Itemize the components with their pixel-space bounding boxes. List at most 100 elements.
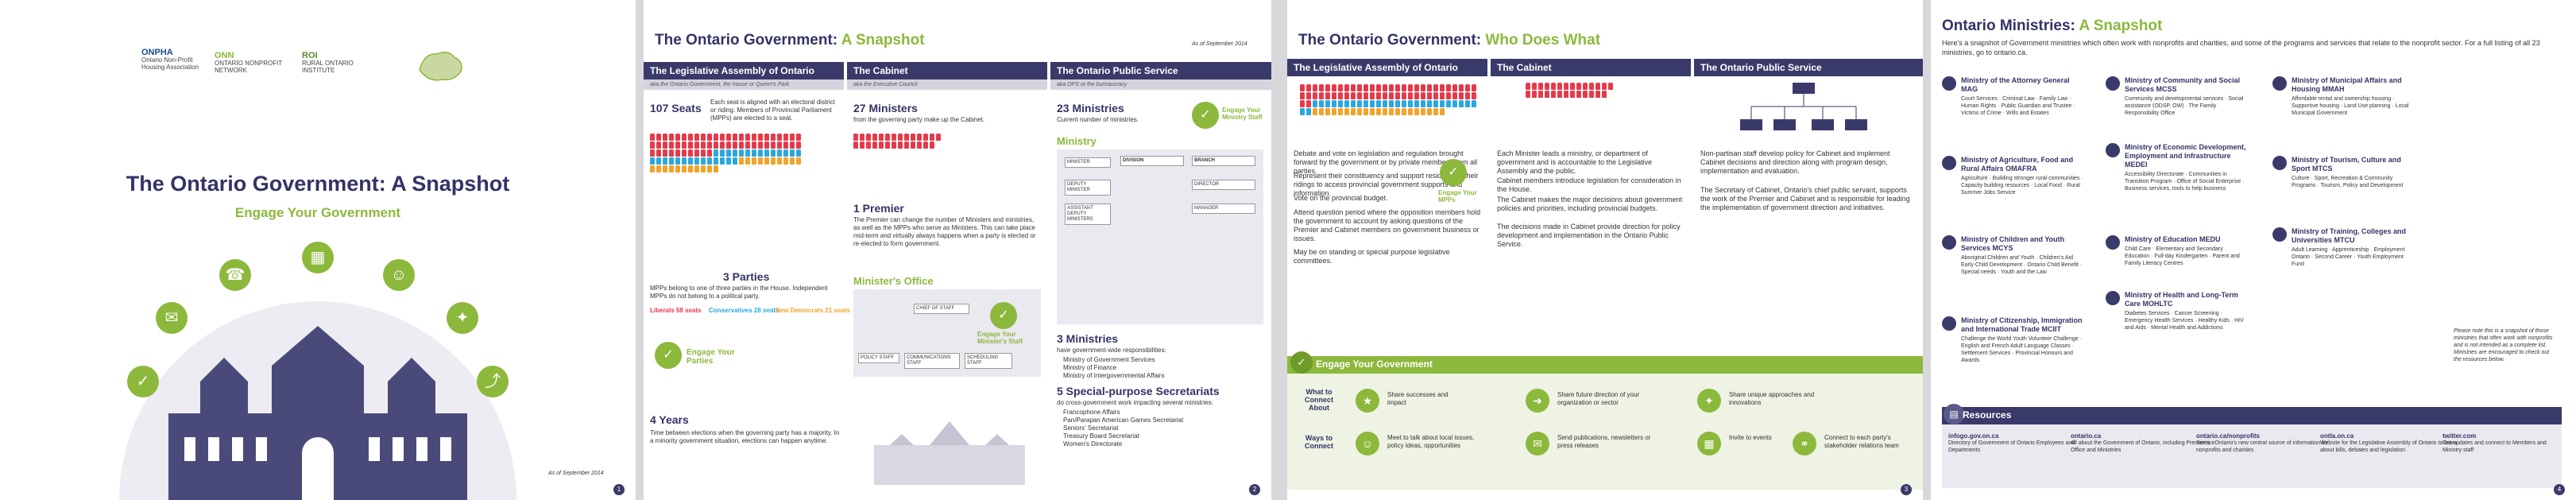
seat-figure (1427, 108, 1432, 115)
seat-figure (1306, 108, 1311, 115)
engage-mpps: Engage Your MPPs (1438, 189, 1477, 203)
seat-figure (669, 165, 674, 172)
seat-figure (707, 157, 712, 165)
seat-figure (911, 134, 915, 141)
seat-figure (656, 134, 661, 141)
ministry-name: Ministry of Education MEDU (2125, 235, 2221, 243)
seat-figure (1538, 91, 1543, 98)
page-cover: ONPHA Ontario Non-Profit Housing Associa… (0, 0, 636, 500)
connect-what-text: Share successes and impact (1387, 391, 1449, 406)
ministry-item: Ministry of Agriculture, Food and Rural … (1942, 156, 2085, 196)
ministry-services: Court Services · Criminal Law · Family L… (1961, 96, 2075, 116)
calendar-icon: ▦ (302, 242, 334, 273)
seat-figure (1465, 84, 1470, 91)
ministry-org-chart (1057, 149, 1263, 324)
ministries-text: Current number of ministries. (1057, 116, 1139, 123)
seat-figure (745, 141, 750, 149)
seat-figure (682, 141, 687, 149)
seat-figure (1306, 92, 1311, 99)
network-icon: ⚭ (1793, 432, 1816, 455)
seat-figure (1545, 83, 1549, 90)
queens-park-illustration (119, 301, 516, 500)
seat-figure (1440, 108, 1445, 115)
globe-icon (1942, 316, 1956, 331)
ministry-item: Ministry of Community and Social Service… (2106, 76, 2249, 117)
page-number: 1 (613, 484, 625, 495)
seat-figure (853, 134, 858, 141)
org-director: DIRECTOR (1192, 180, 1255, 190)
seat-figure (1402, 100, 1406, 107)
resource-link[interactable]: twitter.com (2443, 432, 2477, 440)
office-comms-staff: COMMUNICATIONS STAFF (904, 353, 960, 369)
legend-ndp: New Democrats 21 seats (776, 307, 850, 314)
seat-figure (866, 141, 871, 149)
snapshot-title: The Ontario Government: A Snapshot (655, 32, 925, 49)
seat-figure (1433, 108, 1438, 115)
page-number: 4 (2554, 484, 2565, 495)
resource-link[interactable]: infogo.gov.on.ca (1948, 432, 1999, 440)
seat-figure (790, 149, 795, 157)
seat-figure (1370, 84, 1375, 91)
seat-figure (904, 134, 909, 141)
ministry-name: Ministry of Community and Social Service… (2125, 76, 2241, 93)
seat-figure (892, 134, 896, 141)
ministry-name: Ministry of Tourism, Culture and Sport M… (2292, 156, 2401, 172)
ministers-text: from the governing party make up the Cab… (853, 116, 984, 123)
house-icon (2272, 76, 2287, 91)
seat-figure (1363, 108, 1368, 115)
seat-figure (796, 134, 801, 141)
seat-figure (656, 165, 661, 172)
ministers-number: 27 Ministers (853, 102, 918, 114)
seat-figure (1576, 83, 1581, 90)
seat-figure (1319, 108, 1324, 115)
seat-figure (688, 157, 693, 165)
seat-figure (1595, 91, 1600, 98)
what-to-connect-label: What to Connect About (1305, 388, 1333, 412)
seat-figure (726, 157, 731, 165)
resource-link[interactable]: ontario.ca/nonprofits (2196, 432, 2260, 440)
seat-figure (758, 141, 763, 149)
seat-figure (714, 165, 718, 172)
seat-figure (1338, 100, 1343, 107)
seat-figure (694, 134, 699, 141)
ministry-name: Ministry of Health and Long-Term Care MO… (2125, 291, 2238, 308)
resource-link[interactable]: ontla.on.ca (2320, 432, 2354, 440)
ministry-name: Ministry of Agriculture, Food and Rural … (1961, 156, 2074, 172)
seat-figure (745, 149, 750, 157)
seat-figure (1589, 91, 1594, 98)
ministries-title-main: Ontario Ministries: (1942, 17, 2079, 34)
seat-figure (885, 141, 890, 149)
seat-figure (1332, 108, 1336, 115)
seat-figure (1433, 84, 1438, 91)
page-snapshot: The Ontario Government: A Snapshot As of… (644, 0, 1271, 500)
seat-figure (898, 134, 903, 141)
book-icon: ▤ (1944, 404, 1964, 424)
three-ministries-item: Ministry of Government Services (1063, 356, 1155, 363)
secretariats-text: do cross-government work impacting sever… (1057, 399, 1213, 406)
seat-figure (714, 157, 718, 165)
seat-figure (1376, 108, 1381, 115)
seat-figure (1376, 84, 1381, 91)
seat-figure (790, 157, 795, 165)
lightbulb-icon: ✦ (447, 302, 478, 334)
engage-ministers-staff: Engage Your Minister's Staff (977, 331, 1023, 345)
resource-link[interactable]: ontario.ca (2071, 432, 2102, 440)
seat-figure (1570, 83, 1575, 90)
seat-figure (796, 157, 801, 165)
seat-figure (1319, 84, 1324, 91)
office-policy-staff: POLICY STAFF (858, 353, 899, 363)
seat-figure (1300, 100, 1305, 107)
three-ministries-item: Ministry of Finance (1063, 364, 1117, 371)
seat-figure (1421, 84, 1425, 91)
who-ops-org-icon (1740, 83, 1867, 130)
engage-mpps-icon: ✓ (1440, 159, 1467, 186)
three-ministries-text: have government-wide responsibilities: (1057, 347, 1166, 354)
seat-figure (1440, 92, 1445, 99)
seat-figure (739, 134, 744, 141)
seat-figure (1357, 92, 1362, 99)
